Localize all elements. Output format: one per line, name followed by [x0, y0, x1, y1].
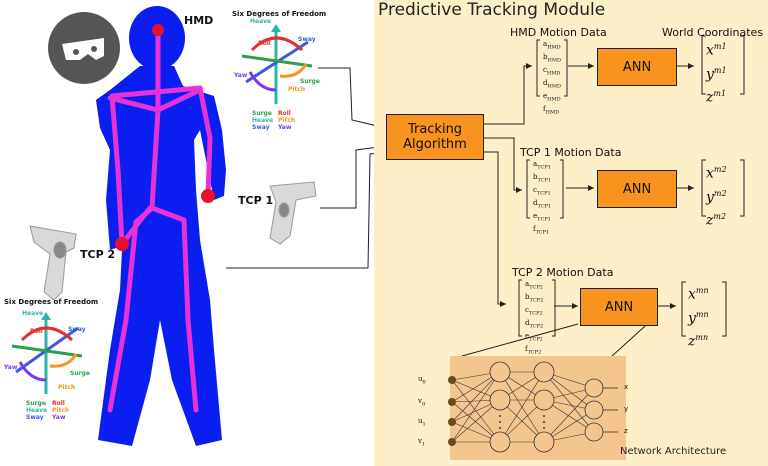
tcp1-label: TCP 1	[238, 194, 274, 207]
arrow-yaw-top: Yaw	[234, 72, 248, 79]
six-dof-legend-right-top: Roll Pitch Yaw	[278, 110, 296, 131]
figure-body	[96, 66, 226, 446]
tcp2-motion-data-title: TCP 2 Motion Data	[512, 266, 614, 279]
hmd-world-coords: xm1 ym1 zm1	[706, 42, 727, 106]
arrow-roll-top: Roll	[258, 40, 271, 47]
ann-block-tcp2: ANN	[580, 288, 658, 326]
arrow-sway-bottom: Sway	[68, 326, 86, 333]
vector-entry: dTCP1	[533, 198, 552, 210]
network-input-u0: u0	[418, 375, 426, 386]
six-dof-legend-left-top: Surge Heave Sway	[252, 110, 274, 131]
tcp1-motion-data-title: TCP 1 Motion Data	[520, 146, 622, 159]
arrow-roll-bottom: Roll	[30, 328, 43, 335]
tcp2-marker	[115, 237, 129, 251]
controller-tcp1-icon	[269, 181, 317, 245]
vector-entry: eHMD	[543, 91, 561, 103]
network-input-u1: u1	[418, 417, 426, 428]
controller-tcp2-icon	[29, 225, 77, 301]
world-coordinates-title: World Coordinates	[662, 26, 764, 39]
hmd-marker	[152, 24, 164, 36]
vector-entry: cTCP2	[525, 305, 543, 317]
network-architecture-label: Network Architecture	[620, 446, 727, 457]
arrow-heave-bottom: Heave	[22, 310, 44, 317]
vector-brackets	[518, 35, 745, 337]
vector-entry: bTCP2	[525, 292, 544, 304]
network-output-z: z	[624, 427, 628, 435]
skeleton-lines	[107, 27, 213, 413]
tcp2-label: TCP 2	[80, 248, 116, 261]
arrow-surge-bottom: Surge	[70, 370, 90, 377]
module-title: Predictive Tracking Module	[378, 0, 606, 20]
six-dof-title-top: Six Degrees of Freedom	[232, 10, 327, 18]
vector-entry: fHMD	[543, 104, 560, 116]
six-dof-title-bottom: Six Degrees of Freedom	[4, 298, 99, 306]
six-dof-diagram-top	[241, 24, 313, 104]
arrow-pitch-bottom: Pitch	[58, 384, 76, 391]
ann-block-hmd: ANN	[597, 48, 677, 86]
tcp1-world-coords: xm2 ym2 zm2	[706, 165, 727, 229]
arrow-pitch-top: Pitch	[288, 86, 306, 93]
ann-block-tcp1: ANN	[597, 170, 677, 208]
hmd-motion-data-title: HMD Motion Data	[510, 26, 607, 39]
network-input-v1: v1	[418, 437, 426, 448]
human-figure	[29, 6, 374, 446]
arrow-heave-top: Heave	[250, 18, 272, 25]
vector-entry: cHMD	[543, 65, 561, 77]
vector-entry: aTCP2	[525, 280, 543, 291]
six-dof-legend-right-bottom: Roll Pitch Yaw	[52, 400, 70, 421]
vector-entry: eTCP2	[525, 331, 543, 343]
vector-entry: cTCP1	[533, 185, 551, 197]
vector-entry: bTCP1	[533, 172, 552, 184]
network-output-x: x	[624, 383, 629, 391]
vector-entry: dHMD	[543, 78, 561, 90]
vector-entry: fTCP1	[533, 224, 550, 236]
tcp1-marker	[201, 189, 215, 203]
tracking-algorithm-block: Tracking Algorithm	[386, 114, 484, 160]
vector-entry: eTCP1	[533, 211, 551, 223]
tcp2-world-coords: xmn ymn zmn	[688, 286, 709, 350]
network-architecture-diagram	[448, 356, 626, 460]
hmd-label: HMD	[184, 14, 214, 27]
vector-entry: dTCP2	[525, 318, 544, 330]
vector-entry: fTCP2	[525, 344, 542, 356]
network-output-y: y	[624, 405, 629, 413]
vector-entry: bHMD	[543, 52, 561, 64]
network-input-v0: v0	[418, 397, 426, 408]
six-dof-diagram-bottom	[11, 312, 83, 394]
vector-entry: aTCP1	[533, 160, 551, 171]
vector-entry: aHMD	[543, 40, 561, 51]
arrow-sway-top: Sway	[298, 36, 316, 43]
arrow-yaw-bottom: Yaw	[4, 364, 18, 371]
arrow-surge-top: Surge	[300, 78, 320, 85]
six-dof-legend-left-bottom: Surge Heave Sway	[26, 400, 48, 421]
